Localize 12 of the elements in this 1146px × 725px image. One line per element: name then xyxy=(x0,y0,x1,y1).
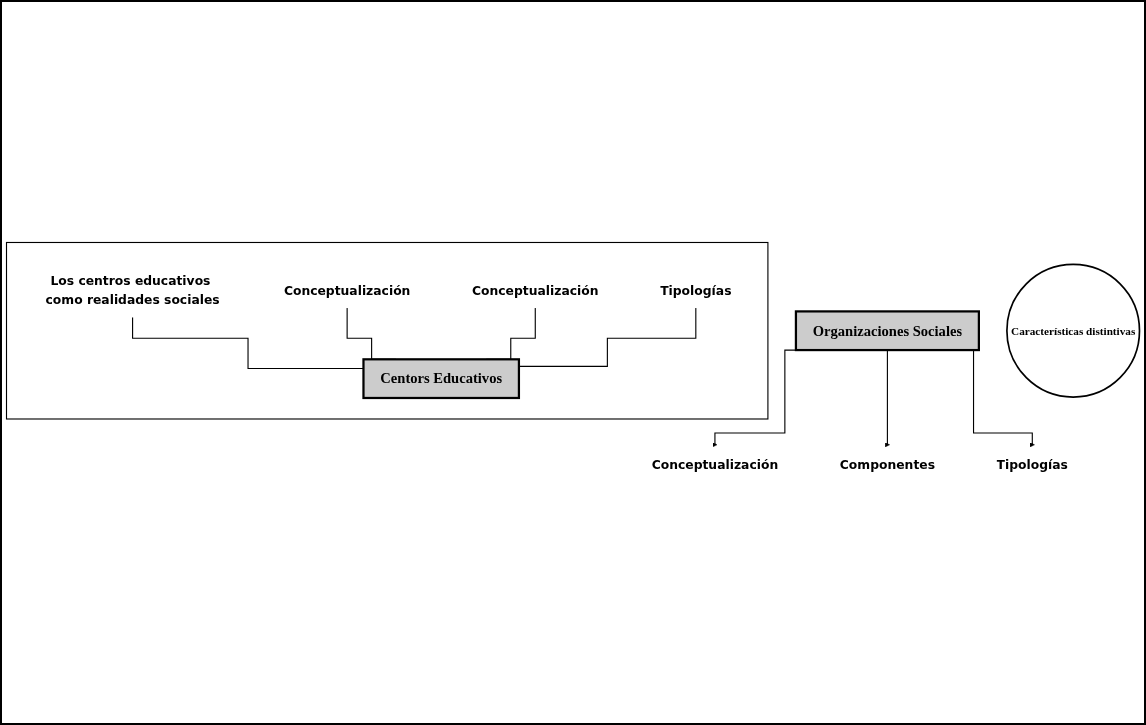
node-text: Conceptualización xyxy=(472,283,599,298)
cluster xyxy=(5,242,769,420)
node-text: Componentes xyxy=(839,457,935,472)
node-box: Centors Educativos xyxy=(362,358,521,400)
node-circle: Características distintivas xyxy=(1006,263,1141,398)
node-text: Tipologías xyxy=(996,457,1068,472)
node-text: Conceptualización xyxy=(651,457,779,472)
node-box: Organizaciones Sociales xyxy=(794,310,980,352)
node-text: Tipologías xyxy=(660,283,732,298)
connector xyxy=(518,307,697,367)
node-text: Los centros educativos como realidades sociales xyxy=(45,274,220,307)
node-text: Conceptualización xyxy=(283,283,411,298)
